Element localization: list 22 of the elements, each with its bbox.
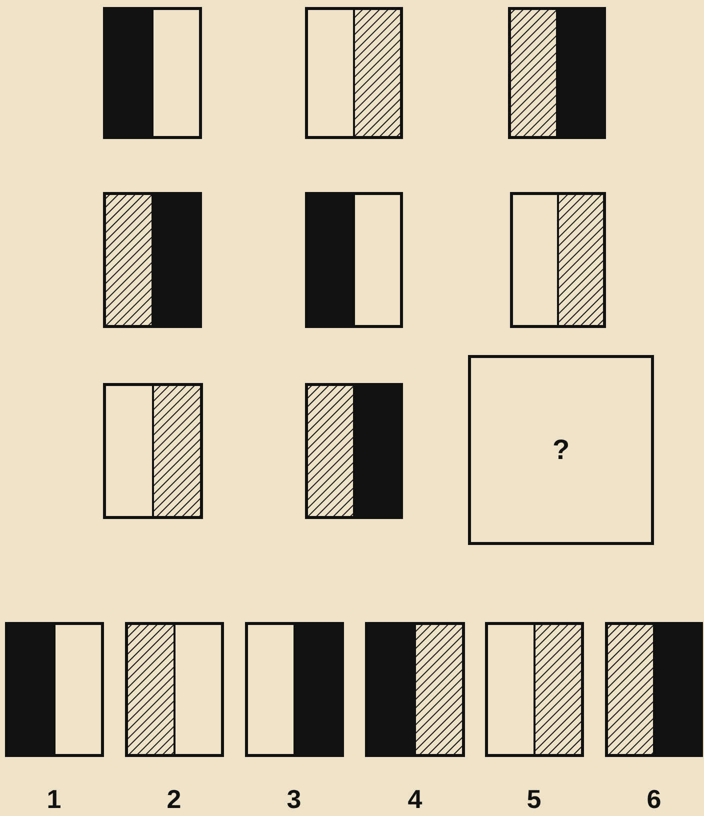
pattern-tile	[510, 192, 606, 328]
pattern-tile	[125, 622, 224, 757]
pattern-tile	[103, 7, 202, 139]
answer-box	[468, 355, 654, 545]
option-number: 6	[646, 784, 662, 815]
question-mark: ?	[552, 434, 570, 466]
pattern-tile	[605, 622, 703, 757]
pattern-tile	[305, 192, 403, 328]
option-number: 5	[526, 784, 542, 815]
pattern-tile	[103, 192, 202, 328]
pattern-tile	[305, 383, 403, 519]
pattern-tile	[103, 383, 203, 519]
pattern-tile	[305, 7, 403, 139]
option-number: 1	[46, 784, 62, 815]
pattern-tile	[365, 622, 465, 757]
pattern-tile	[508, 7, 606, 139]
pattern-tile	[245, 622, 344, 757]
pattern-tile	[485, 622, 584, 757]
pattern-tile	[5, 622, 104, 757]
option-number: 3	[286, 784, 302, 815]
option-number: 4	[406, 784, 424, 815]
option-number: 2	[166, 784, 182, 815]
